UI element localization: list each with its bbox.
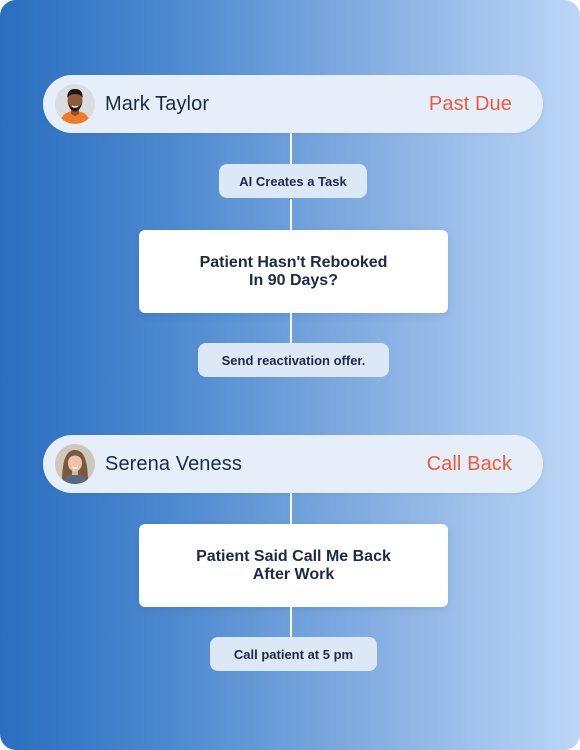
- patient-name: Serena Veness: [105, 452, 242, 475]
- patient-row-serena-veness[interactable]: Serena Veness Call Back: [43, 435, 543, 493]
- chip-label: Send reactivation offer.: [221, 352, 366, 368]
- chip-label: Call patient at 5 pm: [233, 646, 354, 662]
- step-chip-ai-creates-task: AI Creates a Task: [219, 164, 367, 198]
- condition-card: Patient Said Call Me Back After Work: [139, 524, 448, 607]
- female-patient-avatar: [55, 444, 95, 484]
- condition-card-text: Patient Said Call Me Back After Work: [196, 547, 391, 583]
- male-patient-avatar-icon: [55, 84, 95, 124]
- connector-line: [290, 493, 292, 524]
- connector-line: [290, 313, 292, 343]
- action-chip-reactivation: Send reactivation offer.: [198, 343, 389, 377]
- patient-name: Mark Taylor: [105, 92, 210, 115]
- connector-line: [290, 133, 292, 164]
- condition-card-text: Patient Hasn't Rebooked In 90 Days?: [199, 253, 388, 289]
- status-badge: Call Back: [426, 452, 512, 475]
- male-patient-avatar: [55, 84, 95, 124]
- condition-card: Patient Hasn't Rebooked In 90 Days?: [139, 230, 448, 313]
- status-badge: Past Due: [428, 92, 512, 115]
- chip-label: AI Creates a Task: [239, 173, 347, 189]
- patient-row-mark-taylor[interactable]: Mark Taylor Past Due: [43, 75, 543, 133]
- female-patient-avatar-icon: [55, 444, 95, 484]
- action-chip-call-patient: Call patient at 5 pm: [210, 637, 377, 671]
- connector-line: [290, 199, 292, 230]
- connector-line: [290, 607, 292, 637]
